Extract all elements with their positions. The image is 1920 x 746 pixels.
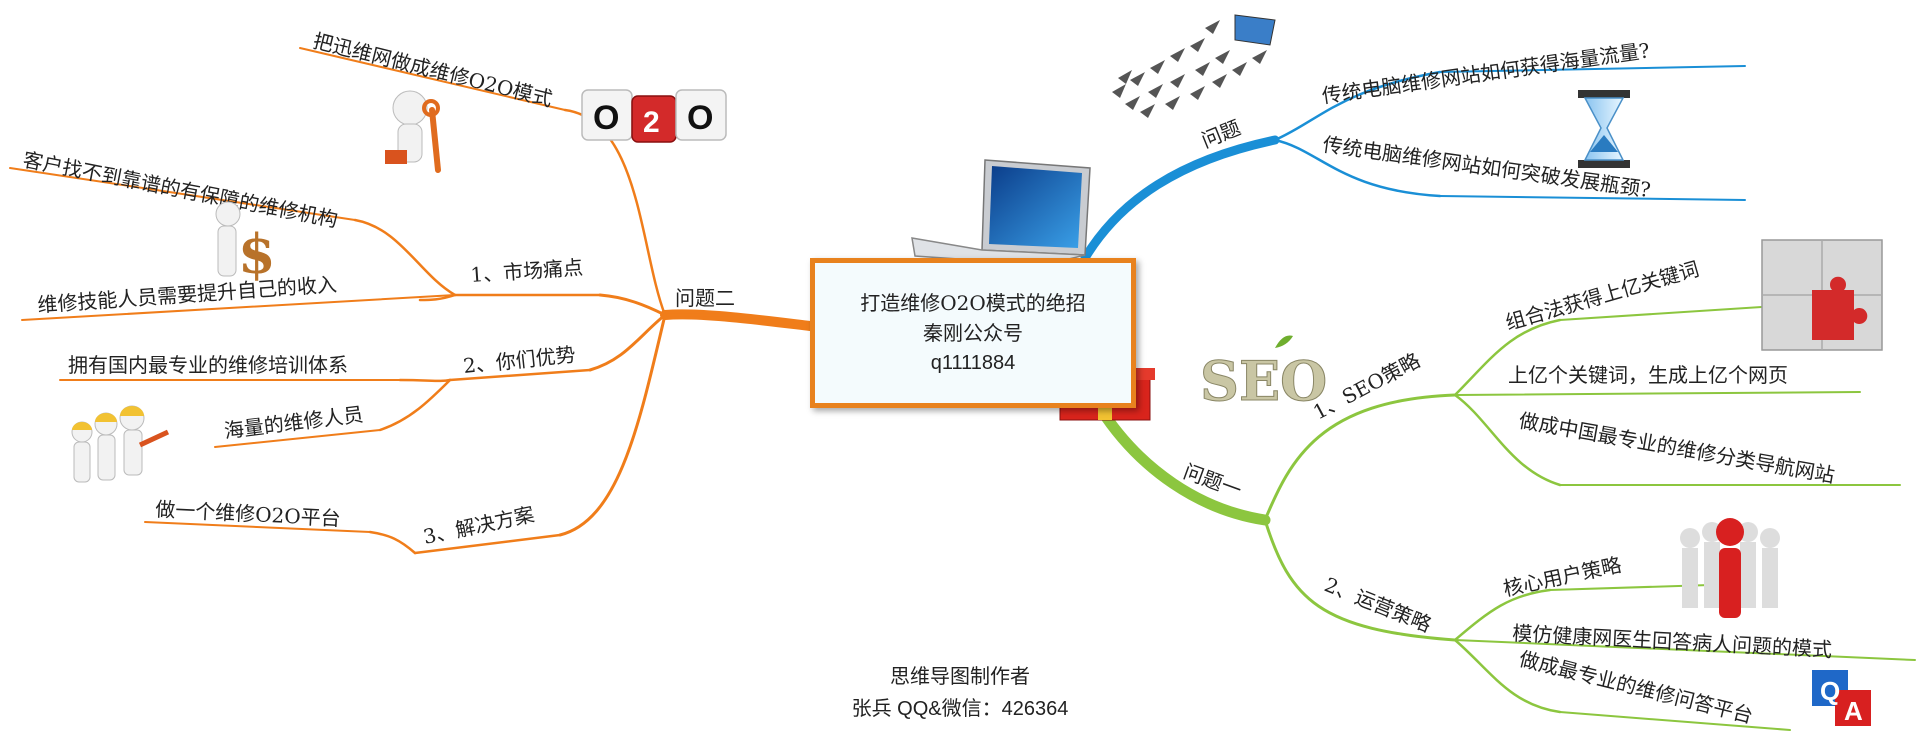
problem2-sub1-item-2: 客户找不到靠谱的有保障的维修机构 (21, 147, 340, 232)
seo-logo-icon: SEO (1200, 336, 1327, 414)
central-title: 打造维修O2O模式的绝招 (860, 288, 1086, 318)
problem2-sub3-label: 3、解决方案 (421, 502, 536, 549)
author-credit-contact: 张兵 QQ&微信：426364 (790, 693, 1130, 726)
problem2-sub3-item-1: 做一个维修O2O平台 (155, 497, 342, 531)
problem2-sub2-item-2: 海量的维修人员 (223, 402, 365, 443)
leader-crowd-icon (1680, 518, 1780, 618)
problem1-sub1-item-1: 组合法获得上亿关键词 (1503, 257, 1702, 335)
author-credit: 思维导图制作者 张兵 QQ&微信：426364 (790, 660, 1130, 726)
o2o-die-3: O (687, 99, 713, 137)
dollar-sign: $ (238, 222, 276, 286)
central-topic: 打造维修O2O模式的绝招 秦刚公众号 q1111884 (810, 258, 1136, 408)
qa-icon: Q A (1812, 670, 1871, 726)
qa-q-letter: Q (1820, 676, 1840, 706)
central-subtitle: 秦刚公众号 (923, 318, 1023, 348)
author-credit-title: 思维导图制作者 (790, 660, 1130, 693)
workers-team-icon (72, 406, 168, 482)
problem1-sub1-item-3: 做成中国最专业的维修分类导航网站 (1517, 408, 1836, 487)
puzzle-icon (1762, 240, 1882, 350)
qa-a-letter: A (1844, 696, 1863, 726)
o2o-die-2: 2 (643, 106, 660, 139)
branch-problem: 问题 传统电脑维修网站如何获得海量流量? 传统电脑维修网站如何突破发展瓶颈? (1198, 38, 1652, 202)
problem2-sub1-label: 1、市场痛点 (470, 255, 584, 287)
problem2-sub1-item-1: 把迅维网做成维修O2O模式 (311, 29, 555, 112)
seo-logo-text: SEO (1200, 349, 1327, 413)
problem1-sub2-item-1: 核心用户策略 (1501, 552, 1623, 600)
repairman-wrench-icon (385, 91, 438, 170)
problem1-sub1-item-2: 上亿个关键词，生成上亿个网页 (1508, 363, 1788, 387)
central-account-id: q1111884 (931, 348, 1016, 378)
problem2-label: 问题二 (675, 286, 735, 310)
o2o-die-1: O (593, 99, 619, 137)
problem2-sub2-item-1: 拥有国内最专业的维修培训体系 (68, 353, 348, 377)
o2o-dice-icon: O 2 O (582, 90, 726, 142)
paper-planes-icon (1112, 15, 1275, 118)
hourglass-icon (1578, 90, 1630, 168)
problem1-sub2-item-3: 做成最专业的维修问答平台 (1517, 647, 1756, 728)
laptop-icon (912, 160, 1090, 265)
problem1-sub2-label: 2、运营策略 (1321, 572, 1435, 636)
